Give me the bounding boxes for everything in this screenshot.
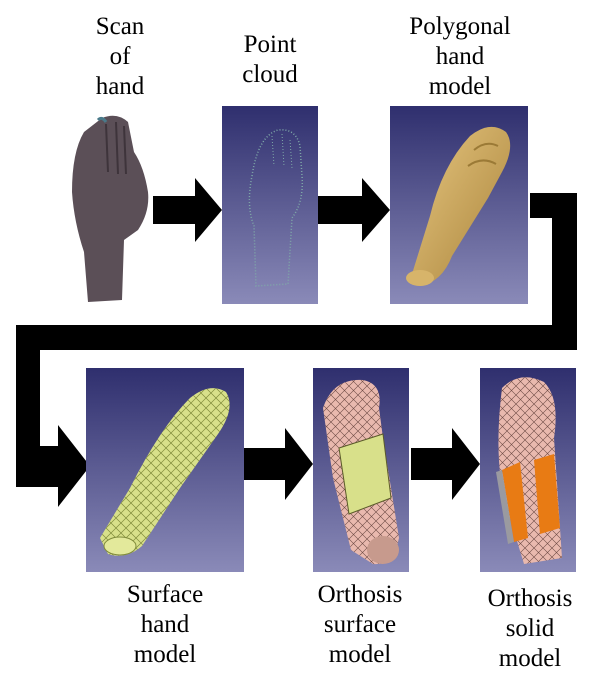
label-line: model — [295, 640, 425, 670]
label-line: model — [100, 640, 230, 670]
label-line: solid — [465, 614, 595, 644]
label-line: Orthosis — [295, 580, 425, 610]
label-line: Orthosis — [465, 584, 595, 614]
surface-hand-model-image — [86, 368, 244, 572]
label-orthosis-solid-model: Orthosis solid model — [465, 584, 595, 674]
arrow-orthosis-surface-to-solid — [411, 428, 480, 500]
label-line: Surface — [100, 580, 230, 610]
label-line: model — [465, 644, 595, 674]
orthosis-surface-model-image — [313, 368, 409, 572]
label-line: surface — [295, 610, 425, 640]
arrow-cloud-to-polygonal — [318, 178, 390, 242]
label-orthosis-surface-model: Orthosis surface model — [295, 580, 425, 670]
point-cloud-image — [222, 106, 318, 304]
label-surface-hand-model: Surface hand model — [100, 580, 230, 670]
scan-of-hand-image — [62, 112, 154, 304]
arrow-surface-to-orthosis-surface — [243, 428, 313, 500]
polygonal-hand-model-image — [390, 106, 528, 304]
arrow-scan-to-cloud — [153, 178, 222, 242]
orthosis-solid-model-image — [480, 368, 576, 572]
label-line: hand — [100, 610, 230, 640]
